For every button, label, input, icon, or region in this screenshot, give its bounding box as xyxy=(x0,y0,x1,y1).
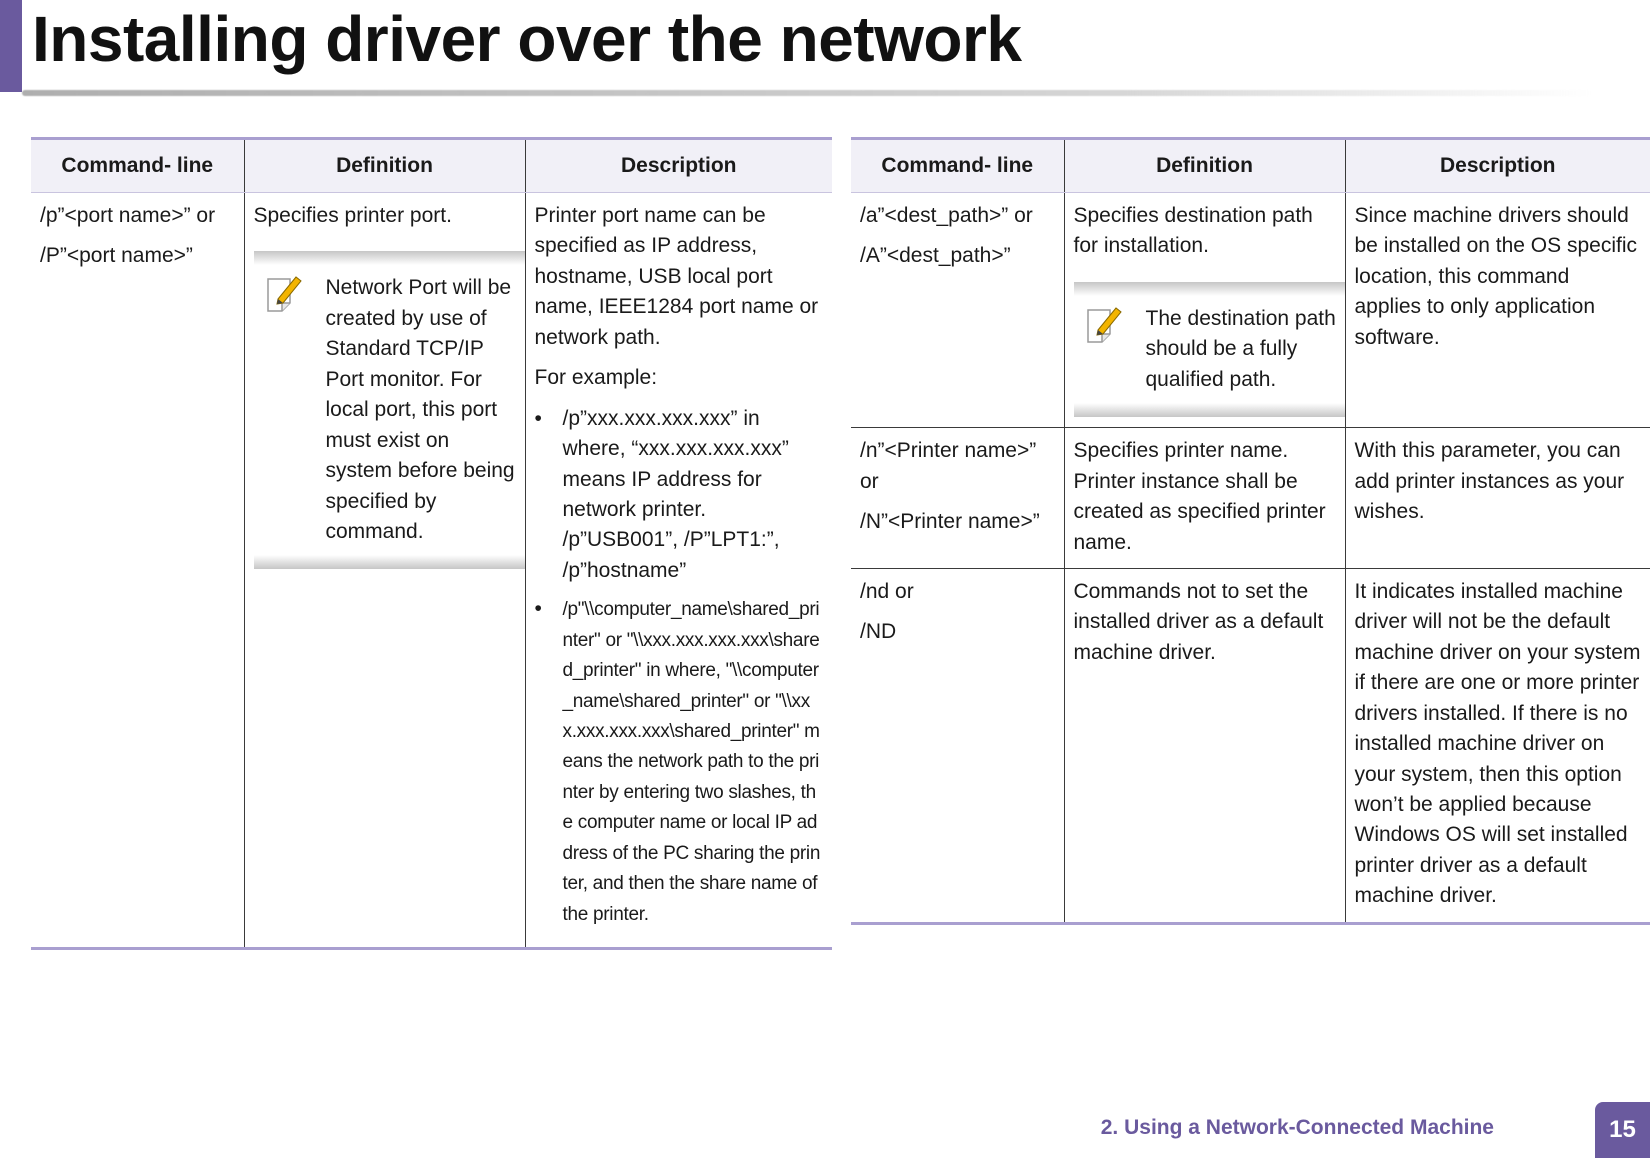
command-line: /nd or xyxy=(860,579,914,603)
example-list: • /p”xxx.xxx.xxx.xxx” in where, “xxx.xxx… xyxy=(535,404,824,929)
command-line: /A”<dest_path>” xyxy=(860,244,1011,268)
description-cell: Since machine drivers should be installe… xyxy=(1344,192,1650,428)
table-header-row: Command- line Definition Description xyxy=(31,138,832,193)
definition-cell: Specifies printer port. Network Port wil… xyxy=(243,192,525,949)
page-title: Installing driver over the network xyxy=(32,3,1022,75)
description-cell: With this parameter, you can add printer… xyxy=(1344,427,1650,569)
bullet: • xyxy=(534,597,542,621)
column-header-command: Command- line xyxy=(851,138,1064,193)
command-cell: /p”<port name>” or /P”<port name>” xyxy=(31,193,244,949)
command-line: /n”<Printer name>” or xyxy=(860,439,1037,493)
command-table-left: Command- line Definition Description /p”… xyxy=(31,137,832,951)
table-row: /n”<Printer name>” or /N”<Printer name>”… xyxy=(851,427,1650,569)
note-box: The destination path should be a fully q… xyxy=(1073,281,1345,418)
note-text: The destination path should be a fully q… xyxy=(1145,306,1336,391)
description-text: It indicates installed machine driver wi… xyxy=(1354,579,1641,908)
description-cell: It indicates installed machine driver wi… xyxy=(1344,567,1650,924)
column-header-command: Command- line xyxy=(31,138,244,193)
command-line: /N”<Printer name>” xyxy=(860,510,1040,534)
definition-text: Specifies destination path for installat… xyxy=(1073,204,1313,258)
command-line: /P”<port name>” xyxy=(40,244,193,268)
definition-text: Specifies printer port. xyxy=(253,204,452,227)
list-item: • /p”xxx.xxx.xxx.xxx” in where, “xxx.xxx… xyxy=(535,404,824,587)
command-cell: /nd or /ND xyxy=(851,567,1064,924)
column-header-definition: Definition xyxy=(243,138,525,193)
column-header-definition: Definition xyxy=(1063,138,1345,193)
note-text: Network Port will be created by use of S… xyxy=(325,276,515,543)
bullet: • xyxy=(534,406,542,430)
definition-cell: Specifies printer name. Printer instance… xyxy=(1063,427,1345,569)
footer-chapter-link[interactable]: 2. Using a Network-Connected Machine xyxy=(1100,1116,1494,1139)
table-header-row: Command- line Definition Description xyxy=(851,138,1650,193)
description-text: With this parameter, you can add printer… xyxy=(1354,439,1625,524)
command-table-right: Command- line Definition Description /a”… xyxy=(851,137,1650,925)
definition-cell: Commands not to set the installed driver… xyxy=(1063,567,1345,924)
page-number-badge: 15 xyxy=(1595,1102,1650,1158)
command-cell: /a”<dest_path>” or /A”<dest_path>” xyxy=(851,193,1064,428)
command-line: /ND xyxy=(860,620,897,644)
command-line: /a”<dest_path>” or xyxy=(860,204,1033,227)
title-accent-bar xyxy=(0,0,22,92)
example-text: /p"\\computer_name\shared_printer" or "\… xyxy=(562,599,821,925)
title-underline xyxy=(22,90,1592,96)
description-cell: Printer port name can be specified as IP… xyxy=(524,192,832,949)
description-paragraph: For example: xyxy=(534,366,658,390)
command-cell: /n”<Printer name>” or /N”<Printer name>” xyxy=(851,427,1064,569)
table-row: /nd or /ND Commands not to set the insta… xyxy=(851,567,1650,924)
example-text: /p”xxx.xxx.xxx.xxx” in where, “xxx.xxx.x… xyxy=(562,406,789,582)
list-item: • /p"\\computer_name\shared_printer" or … xyxy=(535,594,824,929)
command-line: /p”<port name>” or xyxy=(40,204,216,227)
definition-text: Specifies printer name. Printer instance… xyxy=(1073,439,1326,554)
table-row: /p”<port name>” or /P”<port name>” Speci… xyxy=(31,192,832,949)
note-box: Network Port will be created by use of S… xyxy=(253,251,525,570)
description-paragraph: Printer port name can be specified as IP… xyxy=(534,204,819,349)
column-header-description: Description xyxy=(1344,138,1650,193)
note-pencil-icon xyxy=(254,273,326,547)
description-text: Since machine drivers should be installe… xyxy=(1354,204,1638,349)
table-row: /a”<dest_path>” or /A”<dest_path>” Speci… xyxy=(851,192,1650,428)
column-header-description: Description xyxy=(524,138,832,193)
definition-cell: Specifies destination path for installat… xyxy=(1063,192,1345,428)
definition-text: Commands not to set the installed driver… xyxy=(1073,579,1324,664)
note-pencil-icon xyxy=(1074,304,1146,395)
